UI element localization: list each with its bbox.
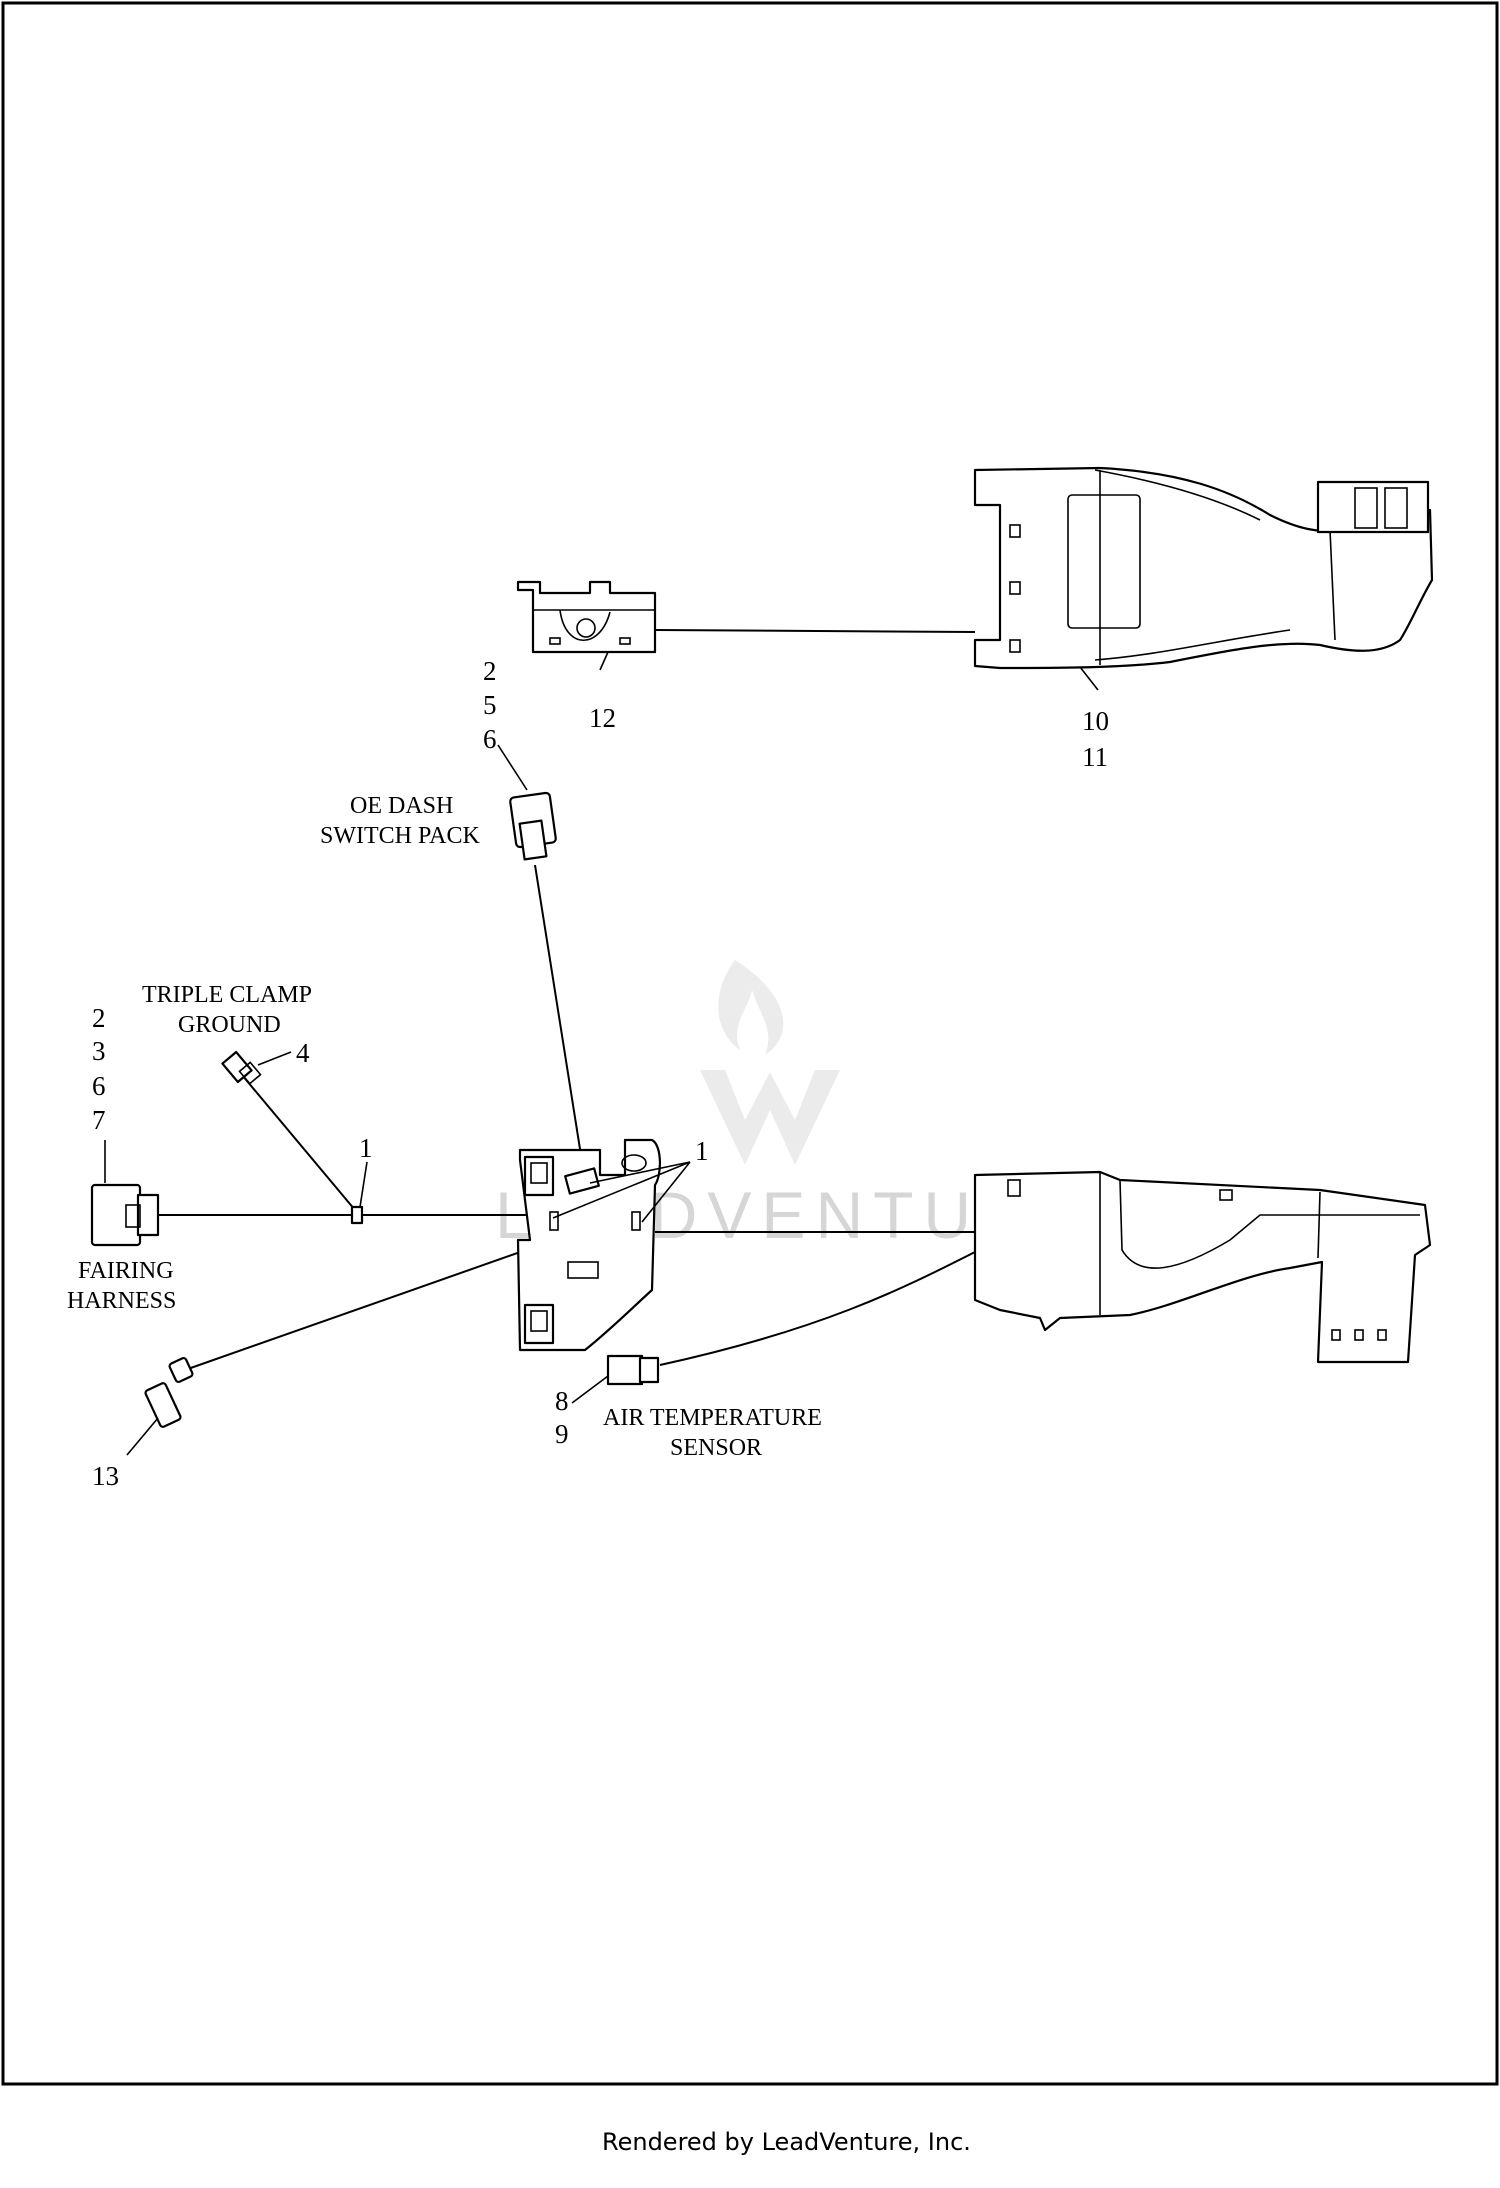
leader-2-5-6 [497, 744, 528, 791]
svg-text:TRIPLE CLAMP: TRIPLE CLAMP [142, 982, 312, 1008]
svg-text:11: 11 [1082, 742, 1108, 772]
callout-4: 4 [296, 1038, 310, 1068]
leader-13 [126, 1417, 159, 1456]
sensor-13-wire [184, 1237, 561, 1371]
svg-text:SWITCH PACK: SWITCH PACK [320, 823, 480, 849]
callout-1-right: 1 [695, 1136, 709, 1166]
bracket-part-12 [516, 580, 657, 654]
label-oe-dash-switch-pack: OE DASH SWITCH PACK [320, 793, 480, 849]
ground-terminal-part-4 [221, 1050, 262, 1085]
label-air-temperature-sensor: AIR TEMPERATURE SENSOR [603, 1405, 822, 1461]
callout-2-5-6: 2 5 6 [483, 656, 497, 754]
upper-wire [654, 629, 976, 633]
clamp-part-1 [350, 1205, 364, 1225]
diagram-border [1, 1, 1499, 2086]
footer-credit: Rendered by LeadVenture, Inc. [602, 2128, 971, 2156]
callout-10-11: 10 11 [1082, 706, 1109, 772]
callout-13: 13 [92, 1461, 119, 1491]
leader-4 [257, 1051, 292, 1066]
svg-text:9: 9 [555, 1419, 569, 1449]
svg-text:2: 2 [483, 656, 497, 686]
lower-housing [973, 1170, 1432, 1364]
svg-text:6: 6 [92, 1071, 106, 1101]
leader-1-right [552, 1161, 691, 1223]
callout-12: 12 [589, 703, 616, 733]
svg-text:AIR TEMPERATURE: AIR TEMPERATURE [603, 1405, 822, 1431]
svg-text:6: 6 [483, 724, 497, 754]
label-fairing-harness: FAIRING HARNESS [67, 1258, 176, 1314]
callout-8-9: 8 9 [555, 1386, 569, 1449]
ground-wire [241, 1074, 356, 1211]
oe-dash-connector [509, 791, 557, 861]
svg-text:5: 5 [483, 690, 497, 720]
svg-text:7: 7 [92, 1105, 106, 1135]
svg-text:8: 8 [555, 1386, 569, 1416]
dash-wire [534, 864, 584, 1169]
leader-1-left [359, 1161, 368, 1208]
sensor-part-13 [144, 1357, 194, 1428]
label-triple-clamp-ground: TRIPLE CLAMP GROUND [142, 982, 312, 1038]
svg-text:HARNESS: HARNESS [67, 1288, 176, 1314]
svg-text:2: 2 [92, 1003, 106, 1033]
callout-2-3-6-7: 2 3 6 7 [92, 1003, 106, 1135]
svg-text:3: 3 [92, 1036, 106, 1066]
air-temp-sensor-connector [606, 1354, 660, 1386]
callout-1-left: 1 [359, 1133, 373, 1163]
leader-8-9 [571, 1375, 609, 1404]
leader-10-11 [1079, 666, 1099, 691]
svg-text:10: 10 [1082, 706, 1109, 736]
fairing-harness-connector [90, 1183, 160, 1247]
svg-text:GROUND: GROUND [178, 1012, 281, 1038]
central-bracket [516, 1138, 661, 1352]
svg-text:SENSOR: SENSOR [670, 1435, 762, 1461]
housing-part-10-11 [973, 466, 1434, 670]
air-temp-wire [659, 1251, 976, 1366]
watermark-logo [700, 960, 840, 1165]
svg-text:FAIRING: FAIRING [78, 1258, 174, 1284]
leader-12 [599, 651, 609, 671]
svg-text:OE DASH: OE DASH [350, 793, 453, 819]
